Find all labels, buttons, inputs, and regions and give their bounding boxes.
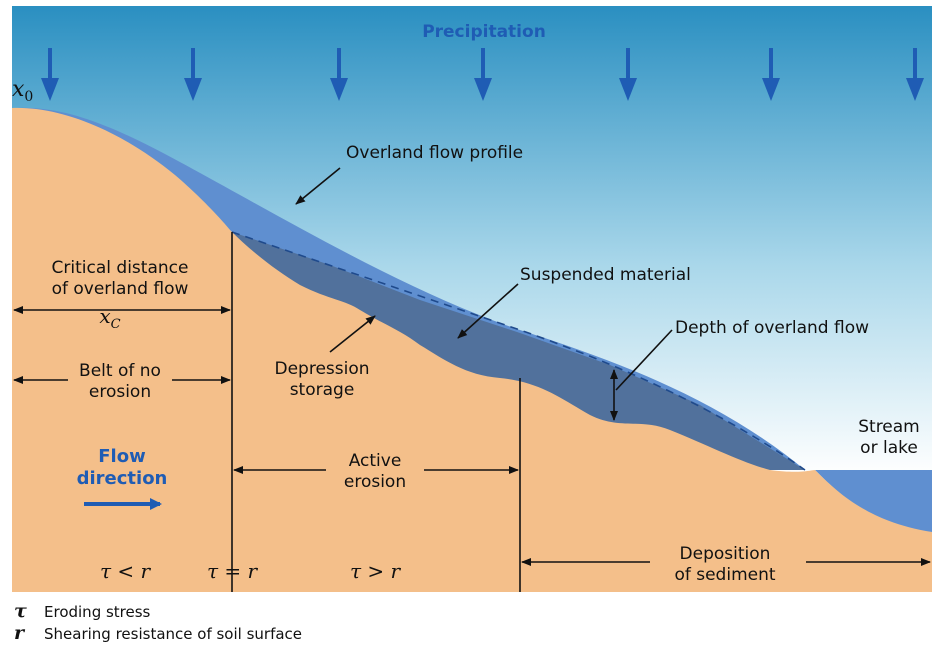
- overland-flow-profile-label: Overland flow profile: [346, 143, 523, 163]
- critical-distance-label-line2: of overland flow: [52, 279, 189, 299]
- rain-arrow-icon: [330, 48, 348, 101]
- rain-arrow-icon: [184, 48, 202, 101]
- deposition-line2: of sediment: [674, 565, 775, 585]
- stream-or-lake-line2: or lake: [860, 438, 918, 458]
- suspended-material-pointer: [457, 283, 519, 339]
- overland-flow-profile-pointer: [295, 167, 341, 205]
- belt-of-no-erosion-line1: Belt of no: [79, 361, 161, 381]
- precipitation-arrows: [41, 48, 924, 101]
- depression-storage-line1: Depression: [274, 359, 369, 379]
- active-erosion-line2: erosion: [344, 472, 406, 492]
- depression-storage-line2: storage: [290, 380, 355, 400]
- flow-direction-line1: Flow: [98, 446, 145, 467]
- zone-eq-label: τ = r: [207, 559, 259, 583]
- suspended-material-boundary: [231, 231, 806, 471]
- legend-row-tau: τ Eroding stress: [14, 600, 150, 622]
- depth-of-overland-flow-label: Depth of overland flow: [675, 318, 869, 338]
- legend-text-tau: Eroding stress: [44, 603, 151, 621]
- diagram-title: Precipitation: [422, 22, 546, 42]
- depression-storage-pointer: [329, 315, 376, 353]
- legend-row-r: r Shearing resistance of soil surface: [14, 622, 302, 644]
- rain-arrow-icon: [619, 48, 637, 101]
- deposition-line1: Deposition: [680, 544, 771, 564]
- stream-or-lake-line1: Stream: [858, 417, 920, 437]
- flow-direction-line2: direction: [77, 468, 168, 489]
- legend-symbol-tau: τ: [14, 600, 27, 622]
- rain-arrow-icon: [41, 48, 59, 101]
- zone-gt-label: τ > r: [350, 559, 402, 583]
- rain-arrow-icon: [906, 48, 924, 101]
- legend-symbol-r: r: [14, 622, 25, 644]
- critical-distance-symbol: xC: [99, 304, 120, 332]
- legend-text-r: Shearing resistance of soil surface: [44, 625, 303, 643]
- suspended-material-label: Suspended material: [520, 265, 691, 285]
- rain-arrow-icon: [762, 48, 780, 101]
- zone-lt-label: τ < r: [100, 559, 152, 583]
- belt-of-no-erosion-line2: erosion: [89, 382, 151, 402]
- critical-distance-label-line1: Critical distance: [52, 258, 189, 278]
- rain-arrow-icon: [474, 48, 492, 101]
- active-erosion-line1: Active: [349, 451, 402, 471]
- start-point-label: x0: [12, 77, 33, 105]
- depth-pointer: [615, 329, 673, 391]
